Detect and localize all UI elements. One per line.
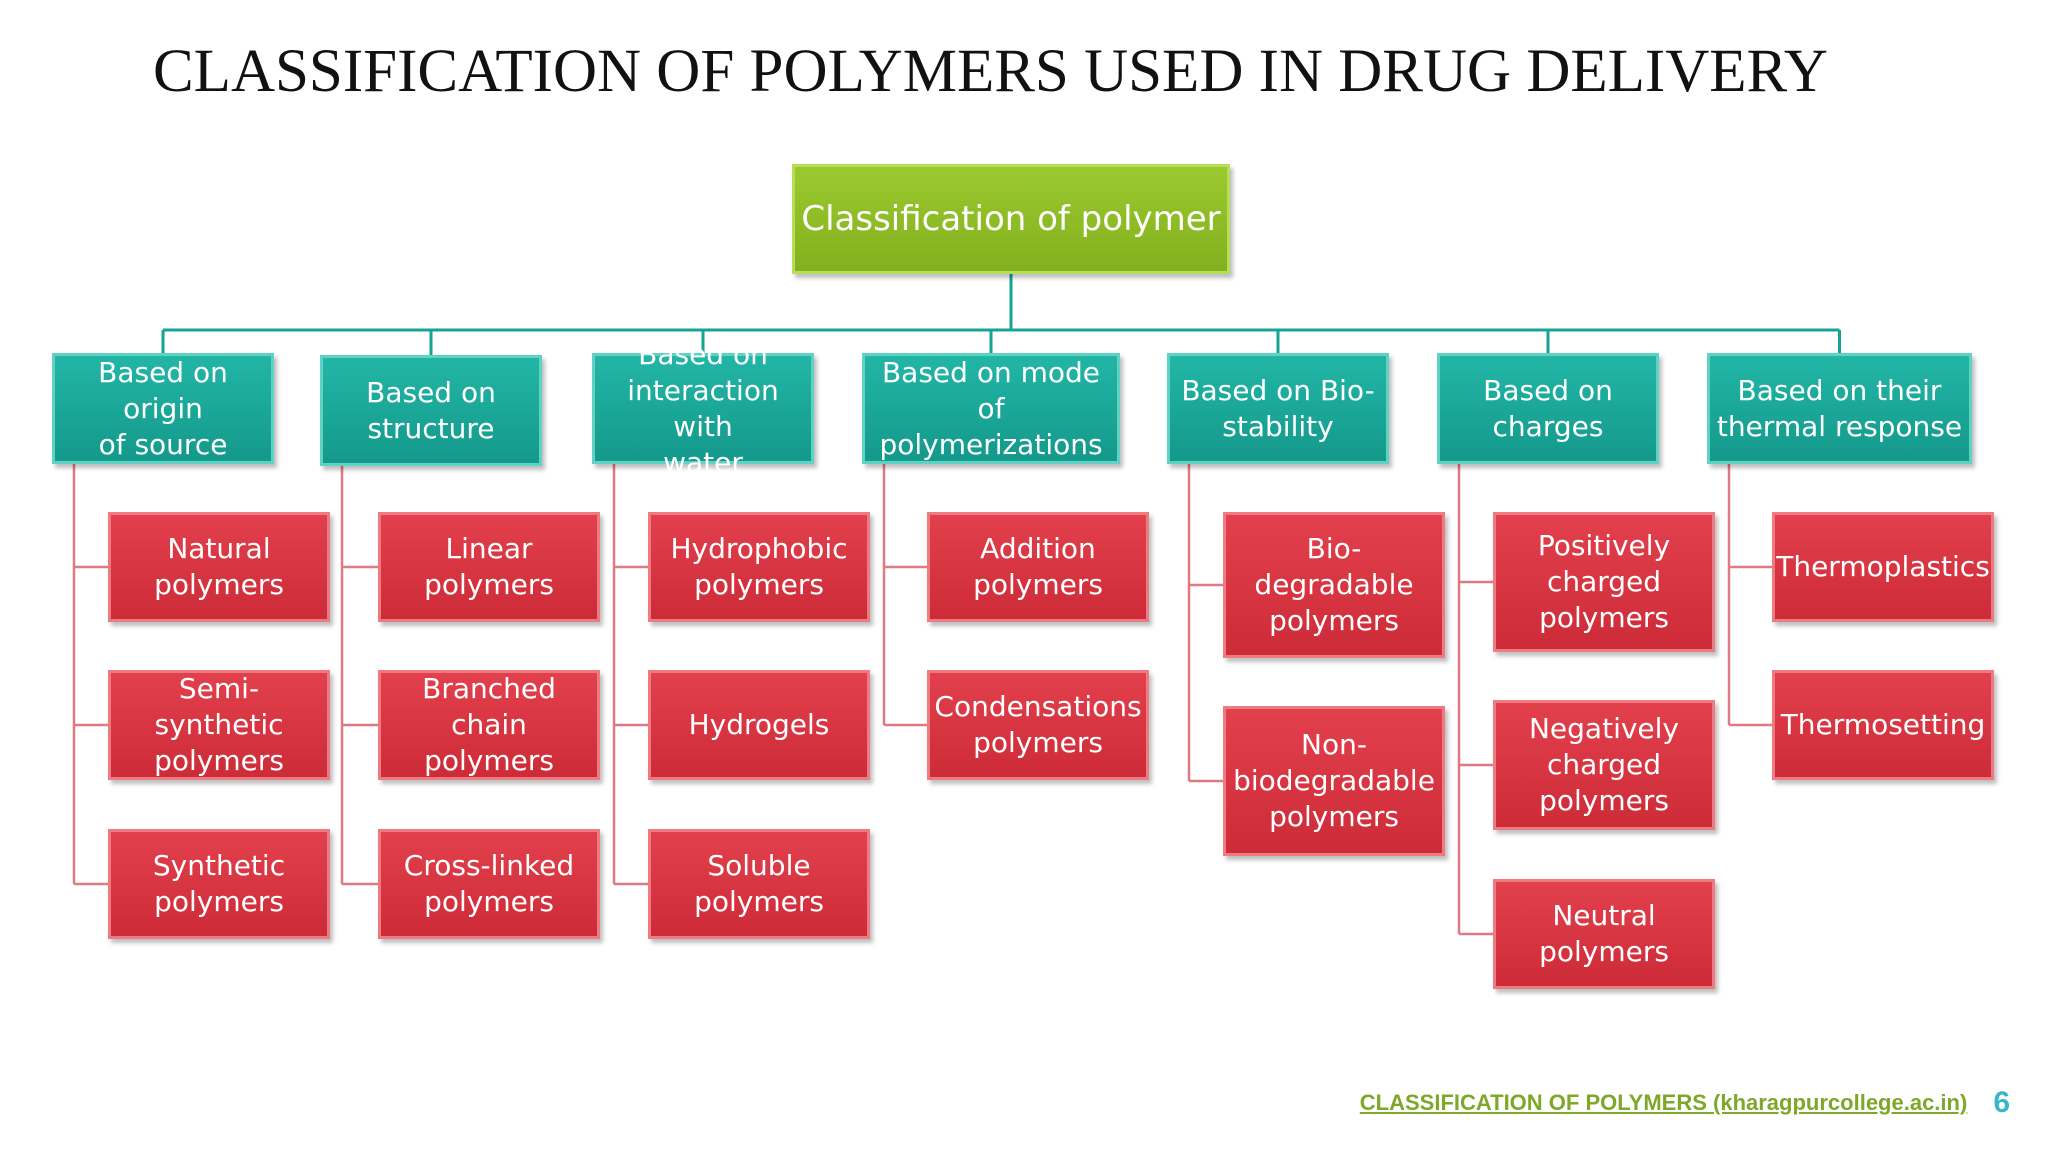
leaf-negatively-charged-polymers: Negatively charged polymers <box>1493 700 1715 830</box>
category-mode-of-polymerization: Based on mode of polymerizations <box>862 353 1120 464</box>
leaf-label: Branched chain polymers <box>422 672 556 777</box>
leaf-label: Thermosetting <box>1780 708 1986 741</box>
root-node: Classification of polymer <box>792 164 1230 274</box>
leaf-soluble-polymers: Soluble polymers <box>648 829 870 939</box>
leaf-label: Linear polymers <box>424 532 554 601</box>
leaf-synthetic-polymers: Synthetic polymers <box>108 829 330 939</box>
leaf-label: Negatively charged polymers <box>1528 712 1679 817</box>
category-structure: Based on structure <box>320 355 542 466</box>
leaf-thermoplastics: Thermoplastics <box>1772 512 1994 622</box>
leaf-positively-charged-polymers: Positively charged polymers <box>1493 512 1715 652</box>
leaf-hydrogels: Hydrogels <box>648 670 870 780</box>
category-label: Based on their thermal response <box>1716 373 1963 443</box>
leaf-branched-chain-polymers: Branched chain polymers <box>378 670 600 780</box>
leaf-cross-linked-polymers: Cross-linked polymers <box>378 829 600 939</box>
leaf-label: Hydrophobic polymers <box>670 532 848 601</box>
category-interaction-with-water: Based on interaction with water <box>592 338 814 479</box>
category-label: Based on Bio- stability <box>1181 373 1375 443</box>
leaf-label: Synthetic polymers <box>152 849 286 918</box>
leaf-label: Bio-degradable polymers <box>1254 532 1414 637</box>
leaf-label: Positively charged polymers <box>1537 529 1671 634</box>
category-label: Based on origin of source <box>98 355 228 461</box>
category-label: Based on mode of polymerizations <box>879 355 1103 461</box>
leaf-label: Neutral polymers <box>1539 899 1669 968</box>
category-label: Based on interaction with water <box>627 337 779 479</box>
leaf-natural-polymers: Natural polymers <box>108 512 330 622</box>
slide-footer: CLASSIFICATION OF POLYMERS (kharagpurcol… <box>1360 1083 2010 1123</box>
leaf-label: Cross-linked polymers <box>403 849 575 918</box>
leaf-biodegradable-polymers: Bio-degradable polymers <box>1223 512 1445 658</box>
leaf-linear-polymers: Linear polymers <box>378 512 600 622</box>
category-label: Based on structure <box>366 375 496 445</box>
page-number: 6 <box>1993 1086 2010 1119</box>
leaf-semi-synthetic-polymers: Semi-synthetic polymers <box>108 670 330 780</box>
category-origin-of-source: Based on origin of source <box>52 353 274 464</box>
category-charges: Based on charges <box>1437 353 1659 464</box>
leaf-thermosetting: Thermosetting <box>1772 670 1994 780</box>
leaf-label: Condensations polymers <box>934 690 1142 759</box>
leaf-addition-polymers: Addition polymers <box>927 512 1149 622</box>
category-bio-stability: Based on Bio- stability <box>1167 353 1389 464</box>
leaf-label: Soluble polymers <box>694 849 824 918</box>
category-label: Based on charges <box>1483 373 1613 443</box>
leaf-label: Semi-synthetic polymers <box>154 672 284 777</box>
root-label: Classification of polymer <box>801 199 1221 239</box>
leaf-non-biodegradable-polymers: Non- biodegradable polymers <box>1223 706 1445 856</box>
leaf-neutral-polymers: Neutral polymers <box>1493 879 1715 989</box>
leaf-hydrophobic-polymers: Hydrophobic polymers <box>648 512 870 622</box>
leaf-condensation-polymers: Condensations polymers <box>927 670 1149 780</box>
leaf-label: Natural polymers <box>154 532 284 601</box>
leaf-label: Hydrogels <box>688 708 830 741</box>
source-link[interactable]: CLASSIFICATION OF POLYMERS (kharagpurcol… <box>1359 1090 1968 1115</box>
slide-title: CLASSIFICATION OF POLYMERS USED IN DRUG … <box>153 38 1828 105</box>
leaf-label: Non- biodegradable polymers <box>1233 728 1435 833</box>
leaf-label: Addition polymers <box>973 532 1103 601</box>
category-thermal-response: Based on their thermal response <box>1707 353 1972 464</box>
leaf-label: Thermoplastics <box>1776 550 1990 583</box>
